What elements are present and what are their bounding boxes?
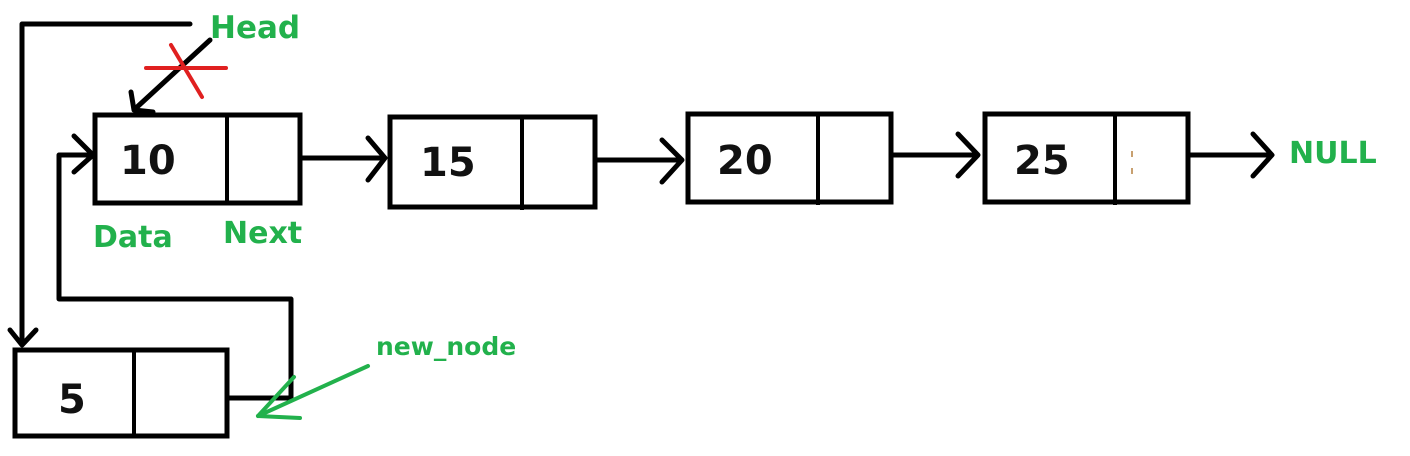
data-label: Data — [93, 220, 173, 255]
node-4-value: 25 — [1014, 138, 1070, 184]
link-arrow-3-to-4 — [889, 131, 981, 179]
node-2-box — [387, 114, 598, 210]
cross-out-icon — [144, 43, 228, 99]
list-node-3: 20 — [685, 111, 894, 205]
new-node-label: new_node — [376, 332, 516, 361]
node-1-box — [92, 112, 303, 206]
node-3-box — [685, 111, 894, 205]
new-node-value: 5 — [58, 377, 86, 423]
node-3-value: 20 — [717, 138, 773, 184]
link-arrow-1-to-2 — [299, 135, 388, 183]
link-arrow-4-to-null — [1185, 131, 1275, 179]
node-4-box — [982, 111, 1191, 205]
new-node-pointer-arrow — [256, 364, 370, 420]
old-head-link — [128, 37, 213, 115]
list-node-1: 10 — [92, 112, 303, 206]
head-to-new-node-link — [7, 21, 193, 348]
null-label: NULL — [1289, 136, 1377, 171]
next-label: Next — [223, 216, 302, 251]
node-2-value: 15 — [420, 140, 476, 186]
link-arrow-2-to-3 — [593, 137, 685, 185]
head-label: Head — [210, 10, 300, 46]
new-node-box — [12, 347, 230, 439]
list-node-2: 15 — [387, 114, 598, 210]
new-node: 5 — [12, 347, 230, 439]
new-node-next-link — [56, 133, 294, 401]
node-1-value: 10 — [120, 138, 176, 184]
list-node-4: 25 — [982, 111, 1191, 205]
